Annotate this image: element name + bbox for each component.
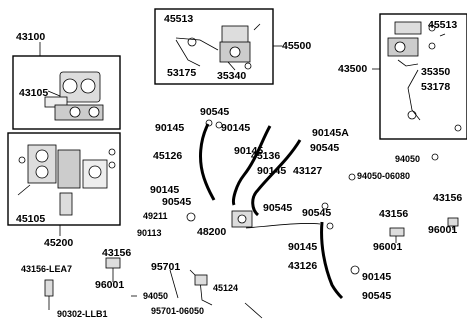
label-45126: 45126 [153,150,183,162]
label-90145-mid: 90145 [221,122,251,134]
label-90145A: 90145A [312,127,349,139]
label-90145-bottom-right: 90145 [362,271,392,283]
master-cylinder-43500-drawing [387,21,462,132]
label-53175: 53175 [167,67,197,79]
label-94050-bottom: 94050 [143,291,169,301]
label-90145-midleft: 90145 [150,184,180,196]
label-43105: 43105 [19,87,49,99]
box-43500 [379,13,467,140]
label-49211: 49211 [143,211,168,221]
master-cylinder-45500-drawing [175,23,261,71]
label-43156-LEA7: 43156-LEA7 [21,264,73,274]
label-90145-center: 90145 [234,145,264,157]
label-48200: 48200 [197,226,227,238]
box-43100 [12,55,121,130]
label-90145-lower-center: 90145 [288,241,318,253]
label-43156-right: 43156 [379,208,409,220]
label-45513-right: 45513 [428,19,458,31]
label-90545-midleft: 90545 [162,196,192,208]
label-95701: 95701 [151,261,181,273]
box-45200 [7,132,121,226]
box-45500 [154,8,274,85]
label-90545-top: 90545 [200,106,230,118]
label-94050-06080: 94050-06080 [357,171,411,181]
label-45200: 45200 [44,237,74,249]
caliper-45200-drawing [17,144,116,216]
label-43127: 43127 [293,165,323,177]
label-45500: 45500 [282,40,312,52]
label-90302-LLB1: 90302-LLB1 [57,309,108,319]
label-45124: 45124 [213,283,239,293]
label-43100: 43100 [16,31,46,43]
label-95701-06050: 95701-06050 [151,306,205,316]
label-43500: 43500 [338,63,368,75]
label-43126: 43126 [288,260,318,272]
label-35340: 35340 [217,70,247,82]
label-96001-bottom: 96001 [95,279,125,291]
label-45105: 45105 [16,213,46,225]
label-90113: 90113 [137,228,162,238]
label-43156-far-right: 43156 [433,192,463,204]
label-90545-right-lower: 90545 [302,207,332,219]
label-90145-lower: 90145 [257,165,287,177]
label-35350: 35350 [421,66,451,78]
label-45136: 45136 [251,150,281,162]
label-43156-bottom-left: 43156 [102,247,132,259]
label-90145-left: 90145 [155,122,185,134]
label-90545-center: 90545 [263,202,293,214]
label-96001-right: 96001 [373,241,403,253]
label-90545-bottom-right: 90545 [362,290,392,302]
label-94050: 94050 [395,154,421,164]
label-96001-far-right: 96001 [428,224,458,236]
label-90545-right: 90545 [310,142,340,154]
caliper-43100-drawing [44,71,104,121]
label-53178: 53178 [421,81,451,93]
label-45513-left: 45513 [164,13,194,25]
